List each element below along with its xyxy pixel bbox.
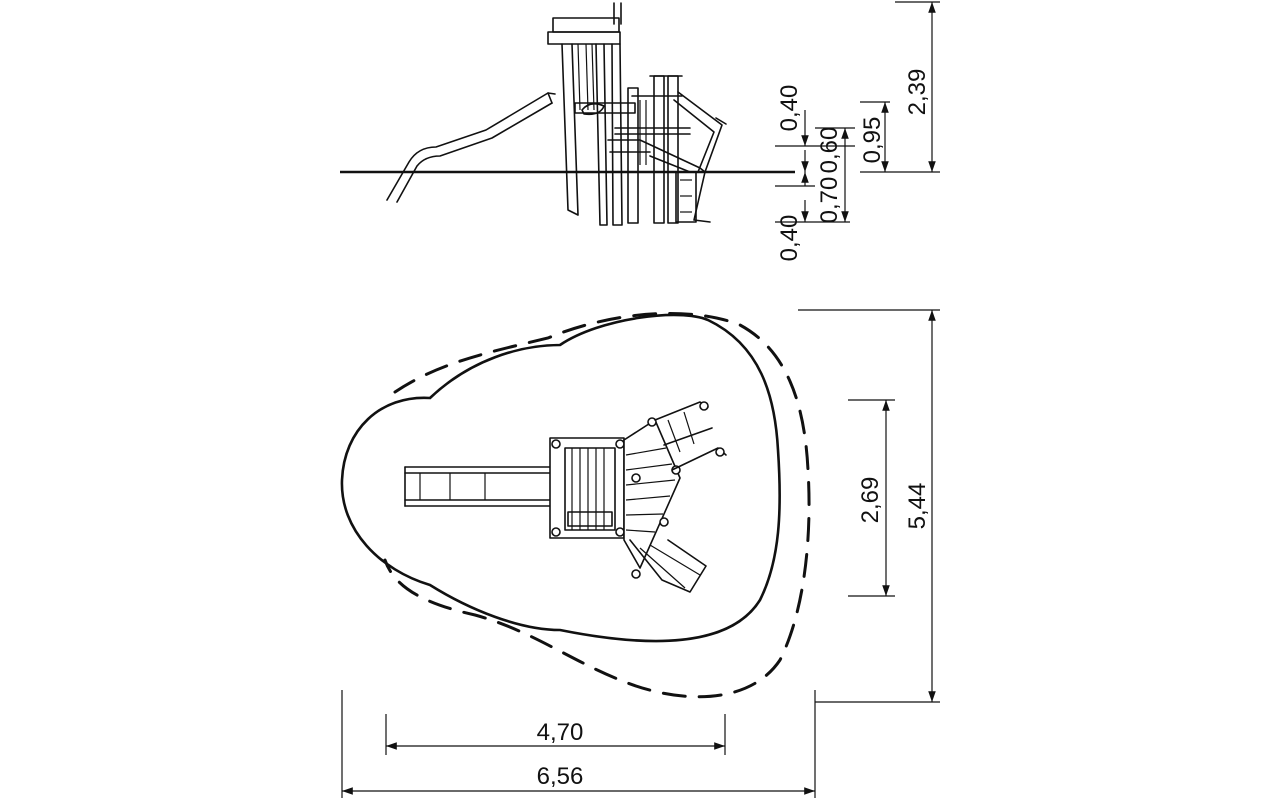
- dim-equipment-depth: 2,69: [857, 477, 884, 524]
- impact-area-outline: [383, 311, 811, 699]
- platform-plan: [623, 401, 727, 593]
- safety-zone-outline: [340, 313, 781, 643]
- climber-side: [614, 75, 727, 224]
- plan-dimension-lines: [341, 309, 940, 798]
- dim-safety-zone-depth: 5,44: [904, 483, 931, 530]
- dim-safety-zone-length: 6,56: [537, 763, 584, 790]
- dim-lower-post-segment: 0,60: [816, 127, 843, 174]
- dim-equipment-length: 4,70: [537, 719, 584, 746]
- dim-total-height: 2,39: [904, 69, 931, 116]
- dim-slide-platform-height: 0,95: [859, 117, 886, 164]
- elevation-dimension-lines: [775, 1, 940, 223]
- slide-side: [386, 92, 556, 203]
- plan-view: 2,69 5,44 4,70 6,56: [340, 309, 940, 798]
- slide-plan: [404, 465, 552, 507]
- dim-footing-depth: 0,40: [776, 215, 803, 262]
- dim-upper-gap: 0,40: [776, 85, 803, 132]
- dim-foundation-depth: 0,70: [816, 177, 843, 224]
- tower-side: [547, 2, 651, 226]
- elevation-view: 0,40 0,60 0,70 0,40 0,95 2,39: [340, 1, 940, 262]
- tower-plan: [549, 437, 625, 539]
